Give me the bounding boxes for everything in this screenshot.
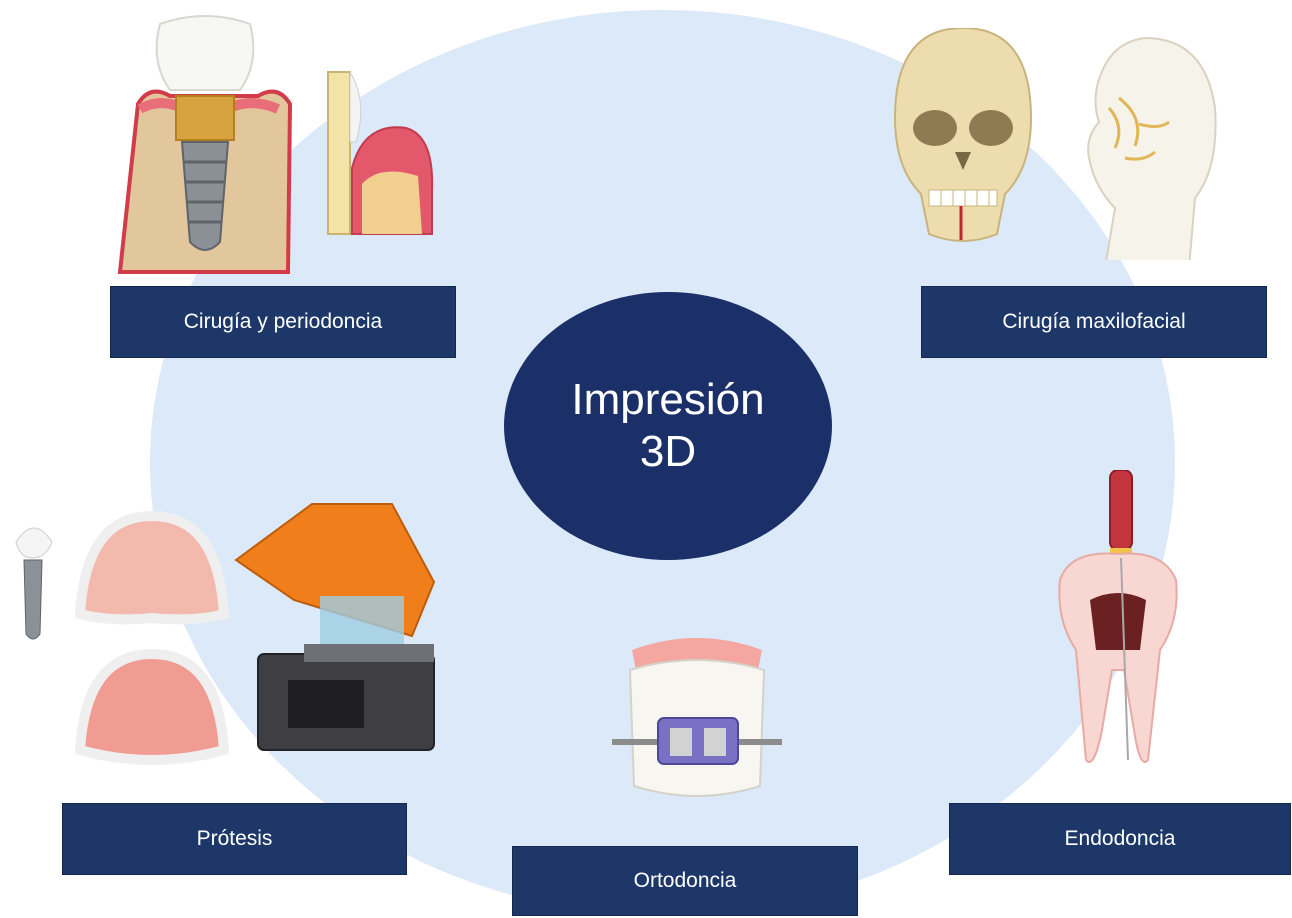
label-cirugia-maxilofacial: Cirugía maxilofacial	[921, 286, 1267, 358]
maxillofacial-illustration	[885, 28, 1245, 260]
dental-arches-icon	[16, 516, 224, 760]
head-profile-nerves-icon	[1088, 38, 1215, 260]
label-cirugia-periodoncia: Cirugía y periodoncia	[110, 286, 456, 358]
center-title-line1: Impresión	[571, 374, 764, 426]
root-canal-tooth-icon	[1059, 470, 1176, 762]
3d-printer-icon	[236, 504, 434, 750]
label-ortodoncia: Ortodoncia	[512, 846, 858, 916]
orthodontic-bracket-icon	[612, 638, 782, 796]
center-title-line2: 3D	[640, 426, 696, 478]
surgery-periodontics-illustration	[110, 14, 440, 276]
endodontics-illustration	[1054, 470, 1182, 770]
periodontal-tissue-icon	[328, 72, 432, 234]
label-endodoncia: Endodoncia	[949, 803, 1291, 875]
dental-implant-icon	[120, 16, 290, 272]
orthodontics-illustration	[612, 630, 782, 806]
prosthesis-illustration	[6, 502, 436, 774]
label-protesis: Prótesis	[62, 803, 407, 875]
skull-icon	[895, 28, 1031, 241]
center-node: Impresión 3D	[504, 292, 832, 560]
